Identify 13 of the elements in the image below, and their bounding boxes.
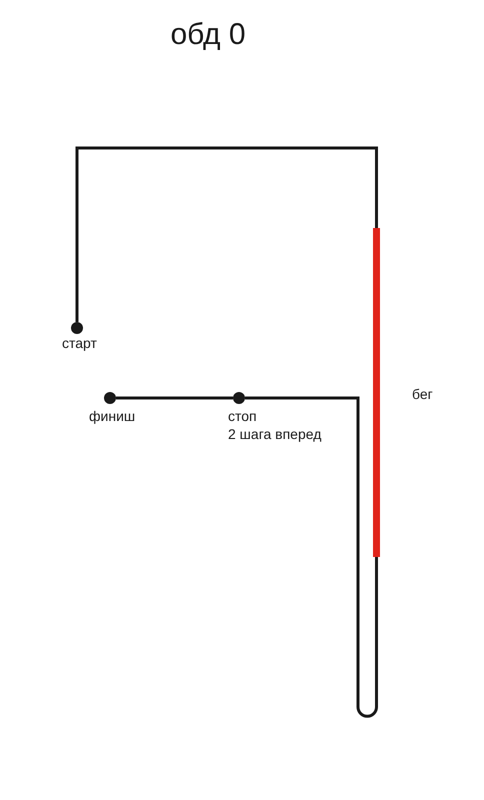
dot-icon [104, 392, 116, 404]
diagram-title: обд 0 [170, 17, 246, 53]
point-label: 2 шага вперед [228, 426, 322, 443]
point-label: финиш [89, 408, 136, 425]
route-line [116, 396, 233, 400]
point-label: стоп [228, 408, 257, 425]
dot-icon [233, 392, 245, 404]
running-segment [373, 228, 380, 557]
point-label: старт [62, 335, 97, 352]
dot-icon [71, 322, 83, 334]
route-line [76, 146, 378, 322]
segment-label: бег [412, 386, 433, 403]
route-line [245, 396, 378, 718]
